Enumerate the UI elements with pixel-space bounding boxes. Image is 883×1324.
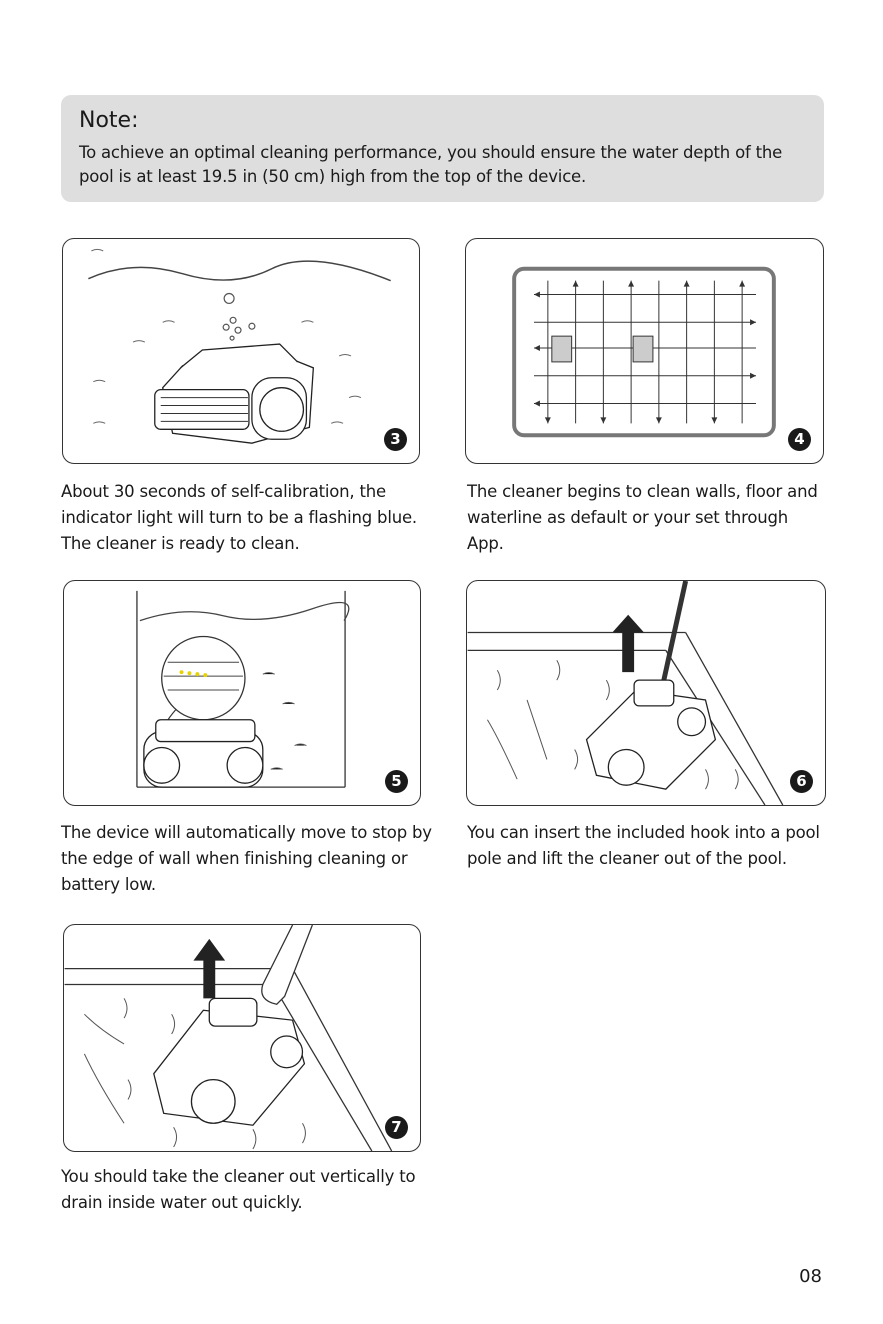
robot-underwater-image bbox=[88, 248, 391, 444]
note-box: Note: To achieve an optimal cleaning per… bbox=[61, 95, 824, 202]
step-7-caption: You should take the cleaner out vertical… bbox=[61, 1167, 416, 1212]
step-number-badge: 4 bbox=[788, 428, 811, 451]
step-3-illustration: 3 bbox=[62, 238, 420, 464]
step-3-caption: About 30 seconds of self-calibration, th… bbox=[61, 482, 417, 553]
step-4-illustration: 4 bbox=[465, 238, 824, 464]
step-number-badge: 3 bbox=[384, 428, 407, 451]
cleaning-path-diagram bbox=[512, 266, 776, 438]
step-number-badge: 7 bbox=[385, 1116, 408, 1139]
step-number-badge: 6 bbox=[790, 770, 813, 793]
step-5-illustration: 5 bbox=[63, 580, 421, 806]
robot-lift-with-pole-image bbox=[467, 581, 784, 805]
note-title: Note: bbox=[79, 108, 139, 133]
page-number: 08 bbox=[799, 1266, 822, 1287]
step-number-badge: 5 bbox=[385, 770, 408, 793]
step-5-caption: The device will automatically move to st… bbox=[61, 823, 432, 894]
step-6-illustration: 6 bbox=[466, 580, 826, 806]
robot-lift-by-hand-image bbox=[64, 925, 393, 1151]
step-4-caption: The cleaner begins to clean walls, floor… bbox=[467, 482, 818, 553]
step-7-illustration: 7 bbox=[63, 924, 421, 1152]
note-body: To achieve an optimal cleaning performan… bbox=[79, 143, 783, 186]
robot-at-wall-image bbox=[136, 590, 350, 788]
step-6-caption: You can insert the included hook into a … bbox=[467, 823, 820, 868]
